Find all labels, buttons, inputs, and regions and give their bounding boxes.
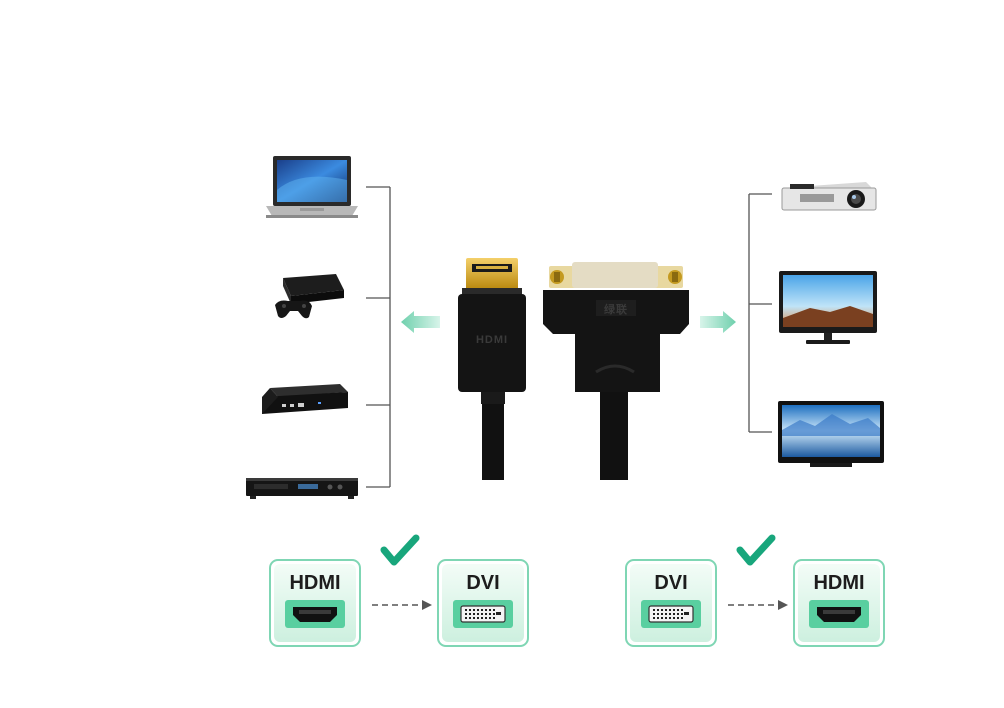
right-arrow-icon (700, 311, 736, 333)
dvd-player-icon (246, 478, 358, 499)
hdmi-plug-text: HDMI (476, 334, 508, 346)
hdmi-plug: HDMI (458, 258, 526, 480)
laptop-icon (266, 156, 358, 218)
dvi-port-icon (641, 600, 701, 628)
conversion-1-arrow-icon (728, 600, 788, 610)
hdmi-port-icon (809, 600, 869, 628)
tv-icon (778, 401, 884, 467)
conversion-1-to-badge: HDMI (793, 559, 885, 647)
conversion-0-from-badge: HDMI (269, 559, 361, 647)
projector-icon (781, 182, 877, 211)
monitor-icon (779, 271, 877, 344)
hdmi-to-dvi-cable: HDMI 绿联 (458, 258, 689, 480)
conversion-0-to-badge-label: DVI (466, 572, 499, 594)
left-arrow-icon (401, 311, 440, 333)
conversion-0-from-badge-label: HDMI (289, 572, 340, 594)
conversion-0-to-badge: DVI (437, 559, 529, 647)
checkmark-icon (380, 534, 420, 566)
dvi-port-icon (453, 600, 513, 628)
right-device-bracket (748, 193, 772, 433)
checkmark-icon (736, 534, 776, 566)
conversion-0-arrow-icon (372, 600, 432, 610)
set-top-box-icon (262, 384, 348, 414)
conversion-1-from-badge: DVI (625, 559, 717, 647)
hdmi-port-icon (285, 600, 345, 628)
conversion-1-to-badge-label: HDMI (813, 572, 864, 594)
game-console-icon (275, 274, 344, 319)
left-device-bracket (366, 186, 391, 488)
dvi-socket: 绿联 (543, 262, 689, 480)
dvi-socket-text: 绿联 (604, 302, 628, 316)
conversion-1-from-badge-label: DVI (654, 572, 687, 594)
conversions-layer: HDMI DVI DVI HDMI (269, 534, 885, 647)
